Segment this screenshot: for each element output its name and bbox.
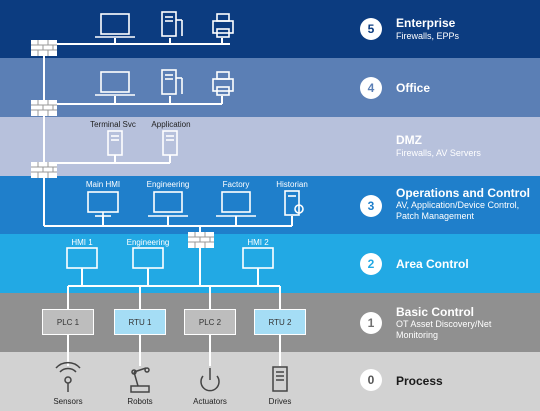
dmz-label-terminal-svc: Terminal Svc: [90, 120, 136, 129]
ops-label-engineering: Engineering: [146, 180, 190, 189]
level-number-4: 4: [360, 77, 382, 99]
band-enterprise: [0, 0, 540, 58]
monitor-icon: [132, 247, 164, 272]
process-label-drives: Drives: [268, 397, 292, 406]
ops-label-main-hmi: Main HMI: [85, 180, 121, 189]
server-icon: [161, 69, 183, 95]
band-operations: [0, 176, 540, 234]
area-label-hmi-2: HMI 2: [247, 238, 269, 247]
monitor-icon: [66, 247, 98, 272]
server-icon: [162, 130, 178, 156]
process-label-sensors: Sensors: [53, 397, 83, 406]
rtu-box: RTU 1: [114, 309, 166, 335]
level-number-1: 1: [360, 312, 382, 334]
level-title-dmz: DMZ: [396, 133, 422, 147]
ops-label-factory: Factory: [222, 180, 250, 189]
server-icon: [284, 190, 304, 216]
printer-icon: [212, 13, 234, 38]
firewall-icon: [31, 162, 57, 178]
level-title-process: Process: [396, 374, 443, 388]
laptop-icon: [95, 13, 135, 38]
level-title-basic-control: Basic Control: [396, 305, 475, 319]
level-number-5: 5: [360, 18, 382, 40]
monitor-icon: [242, 247, 274, 272]
power-icon: [200, 368, 220, 392]
firewall-icon: [31, 40, 57, 56]
firewall-icon: [31, 100, 57, 116]
dmz-label-application: Application: [151, 120, 191, 129]
level-number-3: 3: [360, 195, 382, 217]
level-subtitle-operations: AV, Application/Device Control, Patch Ma…: [396, 200, 520, 221]
server-icon: [161, 11, 183, 37]
level-number-0: 0: [360, 369, 382, 391]
server-icon: [107, 130, 123, 156]
level-number-2: 2: [360, 253, 382, 275]
drive-icon: [272, 366, 288, 392]
rtu-box: RTU 2: [254, 309, 306, 335]
area-label-engineering: Engineering: [126, 238, 170, 247]
area-label-hmi-1: HMI 1: [71, 238, 93, 247]
sensor-icon: [55, 361, 81, 392]
level-subtitle-dmz: Firewalls, AV Servers: [396, 148, 481, 158]
band-dmz: [0, 117, 540, 176]
band-process: [0, 352, 540, 411]
process-label-actuators: Actuators: [193, 397, 227, 406]
plc-box: PLC 1: [42, 309, 94, 335]
level-title-office: Office: [396, 81, 431, 95]
laptop-icon: [148, 191, 188, 217]
ops-label-historian: Historian: [276, 180, 308, 189]
level-subtitle-enterprise: Firewalls, EPPs: [396, 31, 460, 41]
laptop-icon: [216, 191, 256, 217]
band-area-control: [0, 234, 540, 293]
process-label-robots: Robots: [127, 397, 153, 406]
laptop-icon: [95, 71, 135, 96]
firewall-icon: [188, 232, 214, 248]
monitor-icon: [87, 191, 119, 217]
robot-arm-icon: [130, 367, 150, 393]
level-title-area-control: Area Control: [396, 257, 469, 271]
printer-icon: [212, 71, 234, 96]
plc-box: PLC 2: [184, 309, 236, 335]
level-title-enterprise: Enterprise: [396, 16, 456, 30]
level-subtitle-basic-control: OT Asset Discovery/Net Monitoring: [396, 319, 492, 340]
level-title-operations: Operations and Control: [396, 186, 531, 200]
band-office: [0, 58, 540, 117]
